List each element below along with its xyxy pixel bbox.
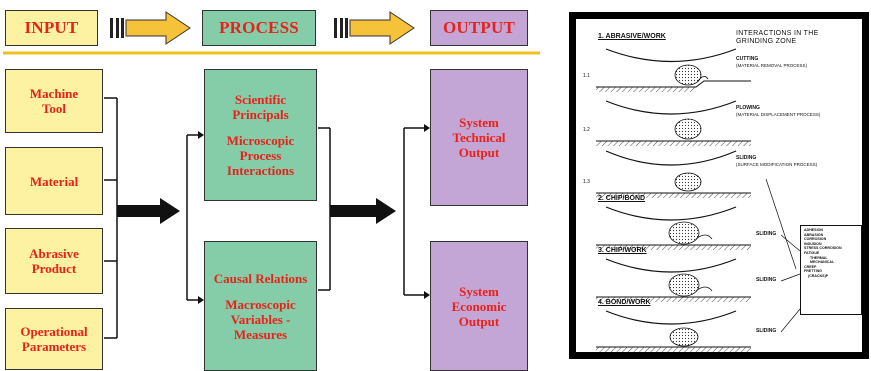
mechanism-2: CORROSION	[804, 237, 827, 242]
process-causal-relations: Causal Relations Macroscopic Variables -…	[204, 241, 317, 371]
sketch-4	[596, 310, 751, 352]
interaction-sliding-sub: (SURFACE MODIFICATION PROCESS)	[736, 162, 818, 167]
header-arrow-1	[110, 11, 191, 45]
mechanism-9: FRETTING	[804, 269, 822, 274]
mechanism-7: MECHANICAL	[810, 260, 835, 265]
figure-title: INTERACTIONS IN THE GRINDING ZONE	[736, 30, 819, 45]
output-system-economic: System Economic Output	[430, 241, 528, 371]
row-label-1-1: 1.1	[583, 73, 590, 79]
mechanism-0: ADHESION	[804, 228, 823, 232]
mechanism-1: ABRASION	[804, 232, 824, 237]
process-bottom-line1: Causal Relations	[213, 270, 308, 286]
row-label-1-3: 1.3	[583, 179, 590, 185]
section-chip-work: 3. CHIP/WORK	[598, 247, 647, 254]
interaction-sliding-title: SLIDING	[736, 155, 757, 161]
wear-mechanisms-box: ADHESION ABRASION CORROSION INDUSION STR…	[800, 225, 862, 315]
process-top-line2: Microscopic Process Interactions	[226, 133, 295, 178]
sliding-label-chip-bond: SLIDING	[756, 231, 777, 237]
sliding-label-chip-work: SLIDING	[756, 277, 777, 283]
sketch-1-2	[596, 100, 751, 146]
input-abrasive-product: Abrasive Product	[5, 228, 103, 294]
sketch-3	[596, 258, 751, 302]
process-bottom-line2: Macroscopic Variables - Measures	[225, 296, 296, 342]
mechanism-8: CREEP	[804, 264, 817, 269]
mechanism-10: (CRACKS)P	[808, 273, 829, 278]
output-header: OUTPUT	[430, 10, 528, 46]
output-system-technical: System Technical Output	[430, 69, 528, 206]
row-label-1-2: 1.2	[583, 127, 590, 133]
mechanism-4: STRESS CORROSION	[804, 246, 842, 251]
header-arrow-2	[334, 11, 415, 45]
grinding-zone-figure: 1. ABRASIVE/WORK INTERACTIONS IN THE GRI…	[569, 12, 869, 359]
interaction-plowing-sub: (MATERIAL DISPLACEMENT PROCESS)	[736, 112, 821, 117]
process-header: PROCESS	[202, 10, 316, 46]
mechanism-3: INDUSION	[804, 241, 822, 246]
interaction-cutting-title: CUTTING	[736, 56, 759, 62]
section-chip-bond: 2. CHIP/BOND	[598, 195, 646, 202]
mechanism-5: FATIGUE	[804, 250, 820, 255]
input-operational-parameters: Operational Parameters	[5, 308, 103, 370]
process-scientific-principals: Scientific Principals Microscopic Proces…	[204, 69, 317, 201]
process-top-line1: Scientific Principals	[232, 92, 289, 122]
interaction-cutting-sub: (MATERIAL REMOVAL PROCESS)	[736, 63, 808, 68]
section-abrasive-work: 1. ABRASIVE/WORK	[598, 33, 666, 40]
input-header: INPUT	[5, 10, 98, 46]
input-material: Material	[5, 147, 103, 215]
sketch-2	[596, 206, 751, 250]
section-bond-work: 4. BOND/WORK	[598, 299, 651, 306]
mechanism-6: THERMAL	[810, 255, 828, 260]
sliding-label-bond-work: SLIDING	[756, 328, 777, 334]
sketch-1-1	[596, 48, 751, 92]
interaction-plowing-title: PLOWING	[736, 105, 760, 111]
input-machine-tool: Machine Tool	[5, 69, 103, 133]
grinding-sketches	[596, 48, 801, 352]
sketch-1-3	[596, 150, 751, 198]
